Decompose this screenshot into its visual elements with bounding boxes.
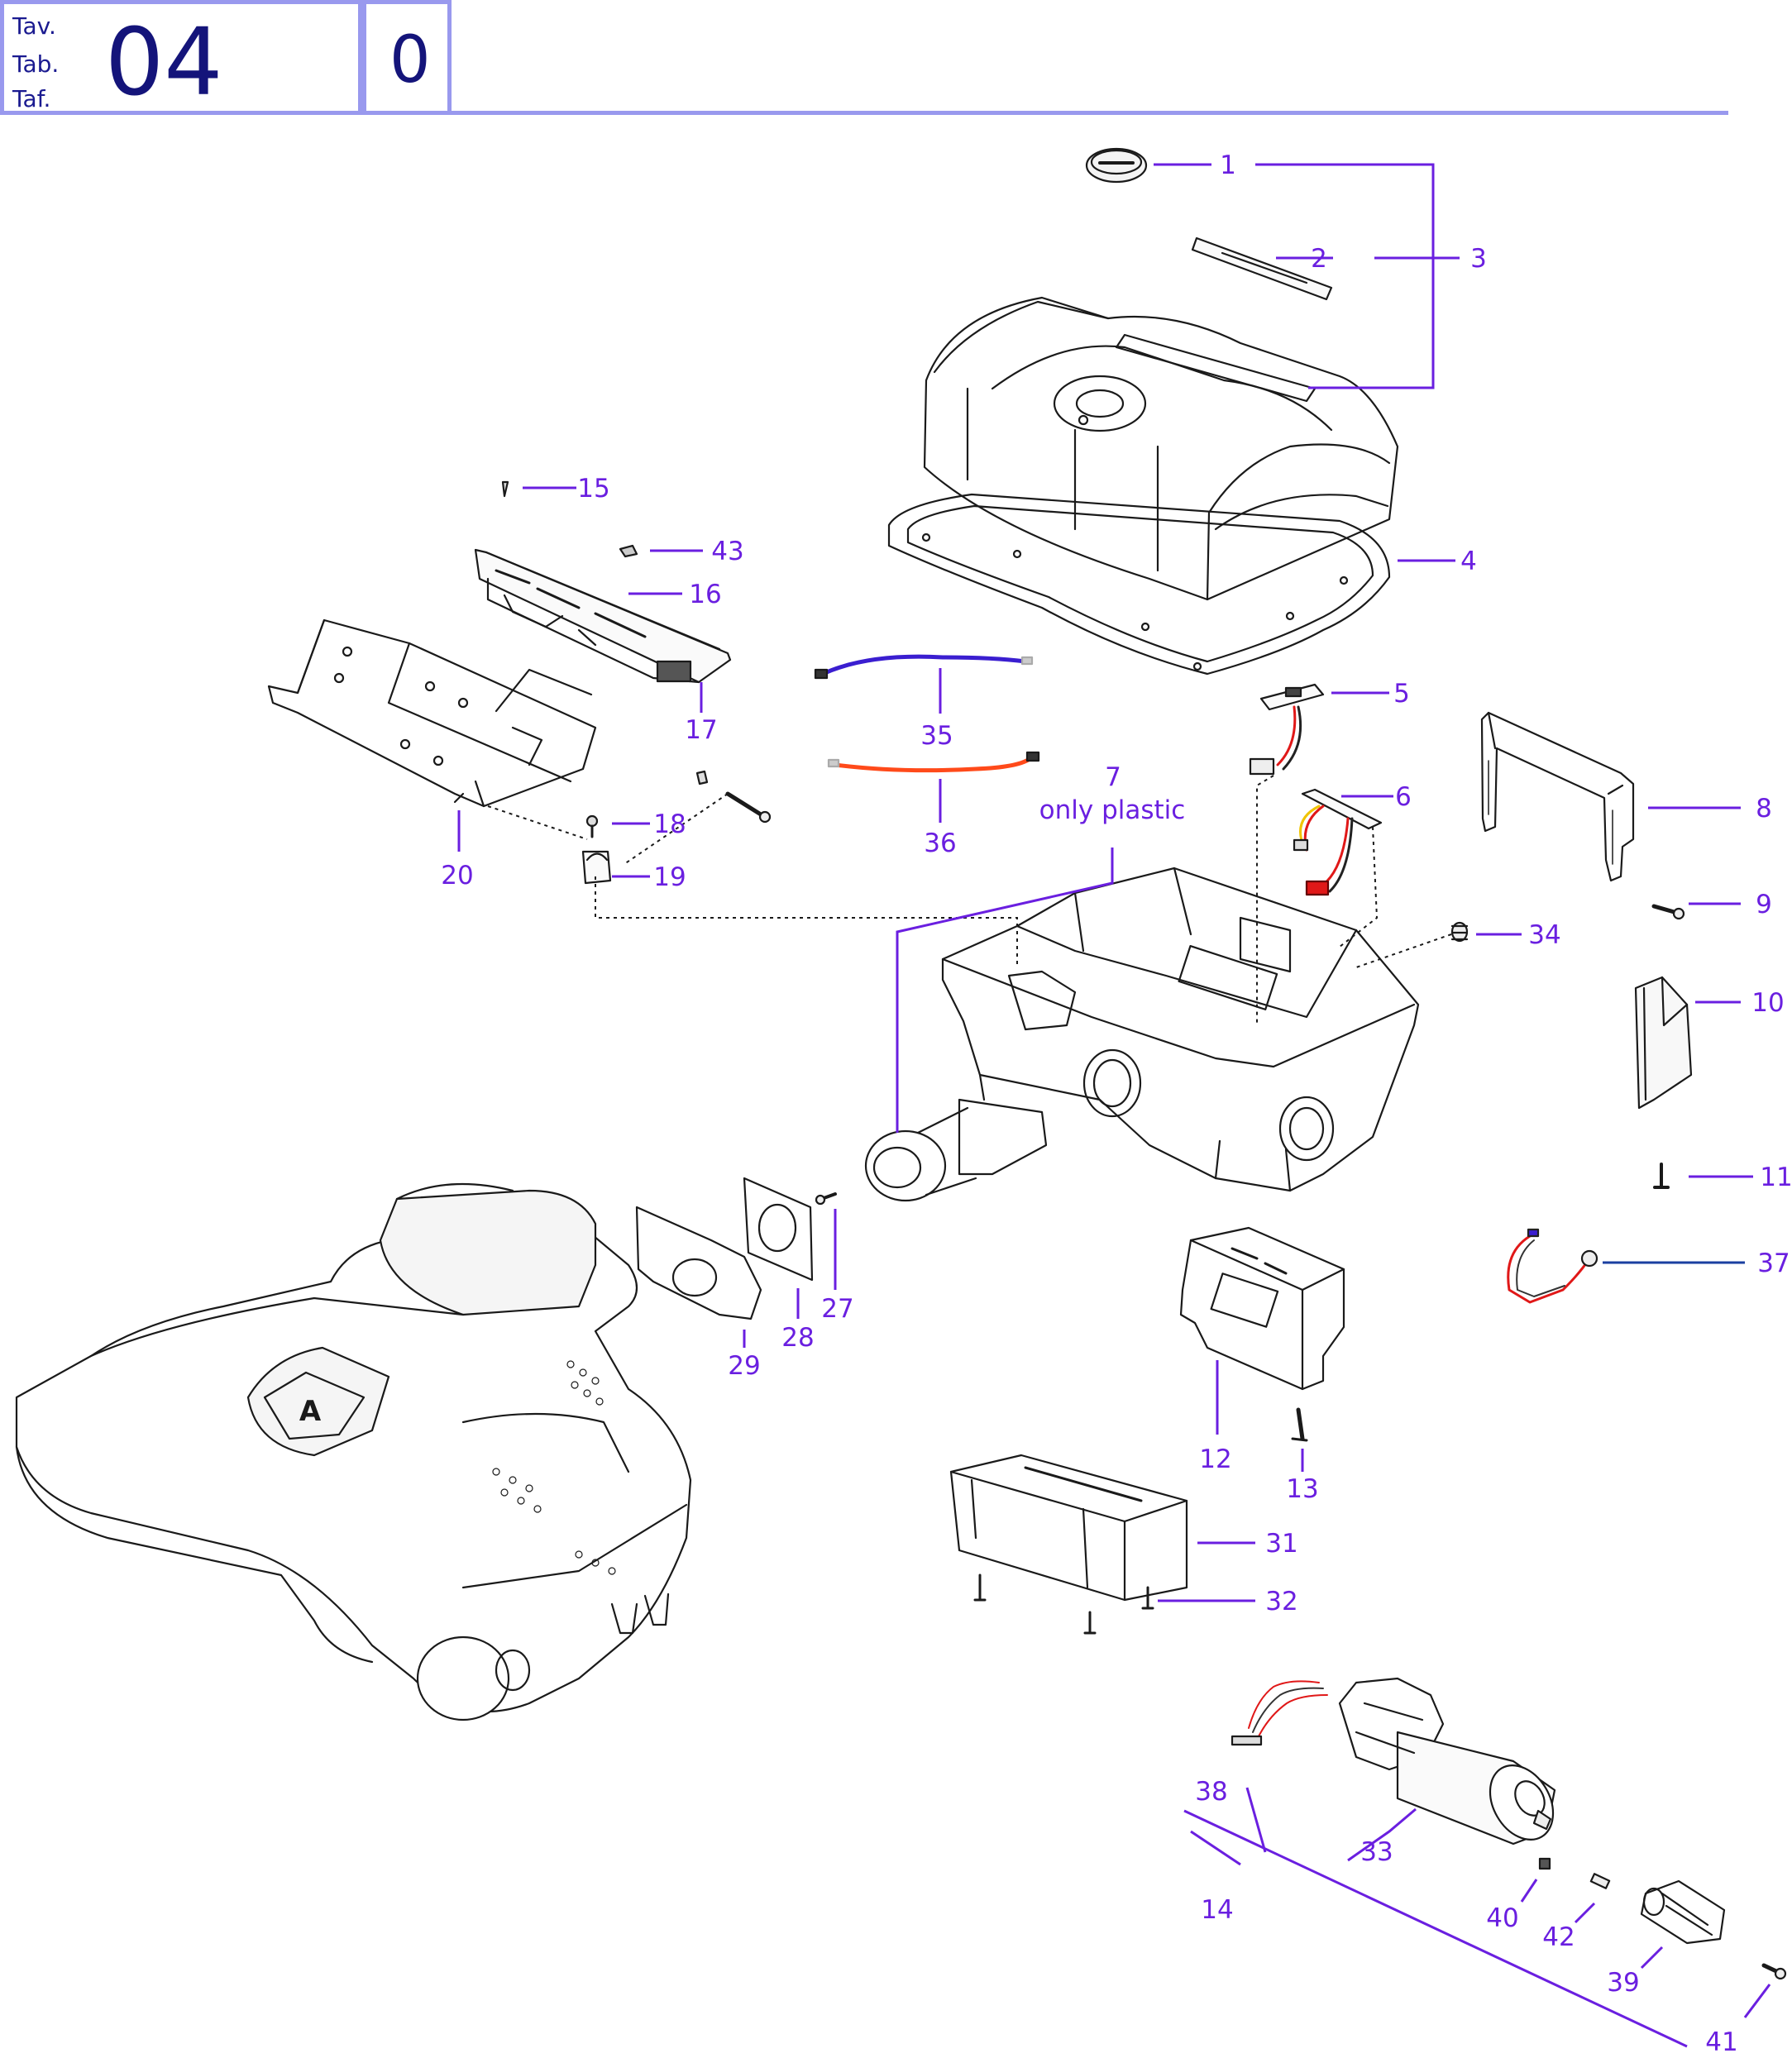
- callout-8: 8: [1756, 794, 1772, 824]
- callout-12: 12: [1199, 1444, 1231, 1474]
- standoff-part: [695, 770, 709, 785]
- screw-9-part: [1651, 904, 1685, 920]
- plate-29-part: [635, 1206, 762, 1320]
- screw-11-part: [1653, 1163, 1670, 1189]
- motor-part: [1231, 1677, 1556, 1846]
- callout-38: 38: [1195, 1777, 1227, 1807]
- screw-15-part: [501, 480, 509, 498]
- sensor-6-part: [1293, 788, 1383, 896]
- callout-36: 36: [924, 828, 956, 858]
- callout-14: 14: [1201, 1895, 1233, 1925]
- callout-2: 2: [1311, 244, 1327, 274]
- orange-cable-part: [827, 751, 1040, 773]
- assembly-guides: [487, 775, 1452, 1025]
- table-label-de: Taf.: [12, 85, 51, 112]
- callout-labels: 1 2 3 4 5 6 7 only plastic 8 9 10 11 12 …: [441, 150, 1792, 2057]
- battery-pack-part: [949, 1454, 1188, 1602]
- callout-28: 28: [781, 1323, 814, 1353]
- callout-9: 9: [1756, 890, 1772, 919]
- screw-13-part: [1291, 1407, 1308, 1442]
- callout-40: 40: [1486, 1903, 1518, 1933]
- control-board-part: [474, 548, 732, 684]
- table-label-en: Tab.: [12, 50, 60, 78]
- screw-27-part: [815, 1192, 837, 1206]
- handle-part: [1480, 711, 1635, 882]
- table-header: Tav. Tab. Taf. 04 0: [0, 0, 1728, 120]
- header-rule: [452, 111, 1728, 115]
- spring-34-part: [1450, 921, 1469, 943]
- callout-31: 31: [1265, 1529, 1297, 1559]
- pinion-39-part: [1640, 1879, 1726, 1945]
- callout-34: 34: [1528, 920, 1560, 950]
- callout-5: 5: [1393, 679, 1410, 709]
- revision-number: 0: [389, 23, 431, 98]
- table-label-it: Tav.: [12, 12, 56, 40]
- callout-29: 29: [728, 1351, 760, 1381]
- clip-19-part: [581, 850, 612, 885]
- callout-10: 10: [1751, 988, 1784, 1018]
- chassis-part: [941, 867, 1420, 1192]
- wire-37-part: [1507, 1228, 1598, 1304]
- callout-41: 41: [1705, 2027, 1737, 2057]
- callout-11: 11: [1760, 1163, 1792, 1192]
- callout-4: 4: [1460, 547, 1477, 576]
- callout-27: 27: [821, 1294, 853, 1324]
- callout-37: 37: [1757, 1249, 1790, 1278]
- top-cover-part: [923, 296, 1399, 601]
- callout-32: 32: [1265, 1587, 1297, 1616]
- callout-43: 43: [711, 537, 743, 566]
- callout-7-note: only plastic: [1039, 795, 1186, 825]
- mower-illustration: A: [15, 1182, 692, 1721]
- callout-13: 13: [1286, 1474, 1318, 1504]
- logo-cap-part: [1085, 147, 1148, 184]
- mower-badge: A: [299, 1395, 322, 1428]
- callout-42: 42: [1542, 1922, 1575, 1952]
- callout-17: 17: [685, 715, 717, 745]
- wheel-hub-part: [864, 1098, 1048, 1202]
- mounting-bracket-part: [267, 618, 597, 808]
- callout-19: 19: [653, 862, 686, 892]
- callout-20: 20: [441, 861, 473, 891]
- callout-35: 35: [920, 721, 953, 751]
- key-42-part: [1589, 1873, 1611, 1889]
- callout-18: 18: [653, 809, 686, 839]
- screw-41-part: [1761, 1963, 1787, 1980]
- callout-leaders: [457, 163, 1771, 2048]
- table-number-box: Tav. Tab. Taf. 04: [0, 0, 362, 115]
- battery-box-part: [1179, 1226, 1345, 1391]
- callout-33: 33: [1360, 1837, 1393, 1867]
- callout-3: 3: [1470, 244, 1487, 274]
- small-clip-43-part: [619, 544, 638, 558]
- plate-part: [1191, 236, 1333, 301]
- screw-18-part: [585, 814, 599, 838]
- callout-16: 16: [689, 580, 721, 609]
- blue-cable-part: [814, 654, 1034, 680]
- callout-6: 6: [1395, 782, 1412, 812]
- plate-28-part: [743, 1177, 814, 1282]
- callout-1: 1: [1220, 150, 1236, 180]
- revision-box: 0: [362, 0, 452, 115]
- callout-7: 7: [1105, 762, 1121, 792]
- callout-15: 15: [577, 474, 609, 504]
- ventilation-grille: [492, 1360, 616, 1575]
- callout-39: 39: [1607, 1968, 1639, 1998]
- sensor-5-part: [1249, 683, 1325, 776]
- table-number: 04: [105, 9, 223, 117]
- side-cover-part: [1634, 976, 1693, 1110]
- gasket-part: [887, 493, 1391, 676]
- long-screw-part: [725, 791, 772, 824]
- screws-32-part: [973, 1573, 1154, 1635]
- nut-40-part: [1538, 1857, 1551, 1870]
